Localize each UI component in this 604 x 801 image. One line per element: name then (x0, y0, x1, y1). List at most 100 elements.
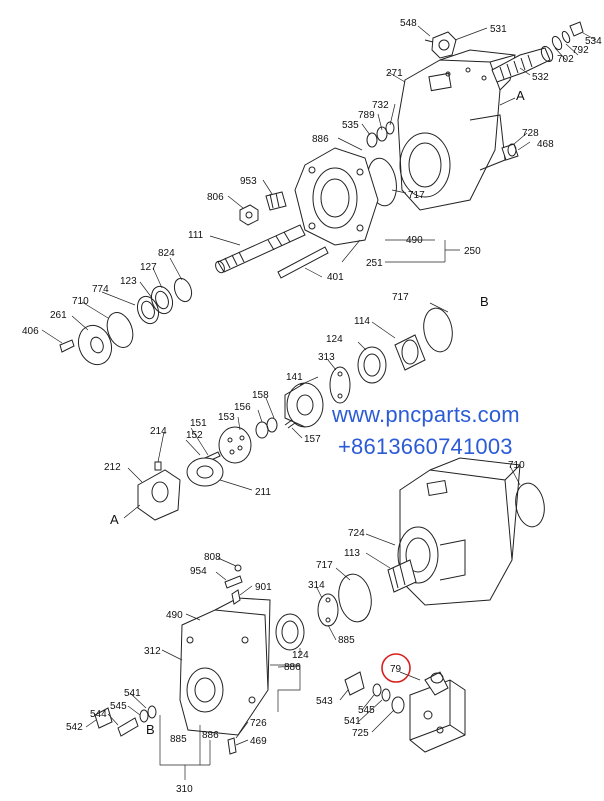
label-954: 954 (190, 566, 207, 577)
label-726: 726 (250, 718, 267, 729)
o-ring-725 (391, 696, 405, 714)
label-A-lower: A (110, 512, 119, 527)
label-123: 123 (120, 276, 137, 287)
bearing-124-mid (357, 346, 387, 384)
label-158: 158 (252, 390, 269, 401)
label-401: 401 (327, 272, 344, 283)
label-151: 151 (190, 418, 207, 429)
label-535: 535 (342, 120, 359, 131)
valve-block-79 (409, 671, 466, 753)
o-ring-710-lower (515, 482, 545, 528)
screw-469 (227, 737, 237, 755)
label-789: 789 (358, 110, 375, 121)
plug-544 (117, 717, 139, 737)
spring-157 (284, 419, 296, 429)
label-886-lower: 886 (202, 730, 219, 741)
label-271: 271 (386, 68, 403, 79)
end-cover-312 (179, 597, 271, 736)
label-732: 732 (372, 100, 389, 111)
label-725: 725 (352, 728, 369, 739)
bearing-123 (136, 285, 174, 325)
threaded-fitting-532 (491, 45, 554, 83)
o-ring-717-lower (338, 573, 372, 623)
label-310: 310 (176, 784, 193, 795)
label-724: 724 (348, 528, 365, 539)
label-111: 111 (188, 230, 204, 241)
seal-545-right (372, 683, 382, 697)
label-214: 214 (150, 426, 167, 437)
label-A-top: A (516, 88, 525, 103)
label-212: 212 (104, 462, 121, 473)
plug-468 (501, 143, 519, 161)
o-ring-710-top (106, 312, 134, 348)
needle-bearing-114 (394, 334, 426, 371)
fitting-531 (424, 31, 457, 59)
spherical-bushing-156 (255, 421, 269, 439)
label-490-top: 490 (406, 235, 423, 246)
label-885-lower: 885 (170, 734, 187, 745)
label-544: 544 (90, 709, 107, 720)
label-702: 702 (557, 54, 574, 65)
bearing-124-lower (275, 613, 305, 651)
label-406: 406 (22, 326, 39, 337)
cylinder-block-141 (284, 382, 324, 428)
watermark-phone: +8613660741003 (338, 434, 513, 459)
label-157: 157 (304, 434, 321, 445)
plug-808 (234, 564, 242, 572)
label-774: 774 (92, 284, 109, 295)
label-534: 534 (585, 36, 602, 47)
label-153: 153 (218, 412, 235, 423)
bolt-406 (59, 339, 75, 353)
cover-261 (77, 324, 113, 366)
label-114: 114 (354, 316, 370, 327)
label-886-mid: 886 (284, 662, 301, 673)
label-B-lower: B (146, 722, 155, 737)
screw-954 (224, 575, 243, 589)
seal-rings-702-792 (551, 21, 584, 51)
label-953: 953 (240, 176, 257, 187)
label-717-lower: 717 (316, 560, 333, 571)
label-211: 211 (255, 487, 271, 498)
label-141: 141 (286, 372, 303, 383)
label-541-left: 541 (124, 688, 141, 699)
label-728: 728 (522, 128, 539, 139)
label-792: 792 (572, 45, 589, 56)
swash-plate-212 (137, 469, 181, 521)
label-545-left: 545 (110, 701, 127, 712)
retainer-plate-153 (218, 426, 252, 464)
label-824: 824 (158, 248, 175, 259)
label-885-right: 885 (338, 635, 355, 646)
o-ring-717-mid (423, 307, 453, 353)
label-469: 469 (250, 736, 267, 747)
label-717-mid: 717 (392, 292, 409, 303)
drive-shaft-111 (215, 224, 306, 274)
pump-housing-top (397, 49, 516, 211)
highlight-circle (381, 653, 411, 683)
seal-545 (139, 709, 149, 723)
label-314: 314 (308, 580, 325, 591)
set-screw-953 (265, 191, 287, 211)
label-806: 806 (207, 192, 224, 203)
pin-401 (277, 246, 329, 279)
valve-plate-314 (317, 593, 339, 627)
label-156: 156 (234, 402, 251, 413)
pin-214 (154, 461, 162, 471)
label-541-right: 541 (344, 716, 361, 727)
label-113: 113 (344, 548, 360, 559)
watermark-url: www.pncparts.com (332, 402, 520, 427)
label-313: 313 (318, 352, 335, 363)
label-545-right: 545 (358, 705, 375, 716)
label-251: 251 (366, 258, 383, 269)
washer-541 (147, 705, 157, 719)
label-531: 531 (490, 24, 507, 35)
label-710-top: 710 (72, 296, 89, 307)
label-250: 250 (464, 246, 481, 257)
leader-lines (41, 25, 597, 746)
label-901: 901 (255, 582, 272, 593)
label-124-mid: 124 (326, 334, 343, 345)
label-127: 127 (140, 262, 157, 273)
label-124-lower: 124 (292, 650, 309, 661)
fitting-901 (231, 589, 241, 605)
label-79: 79 (390, 664, 402, 675)
